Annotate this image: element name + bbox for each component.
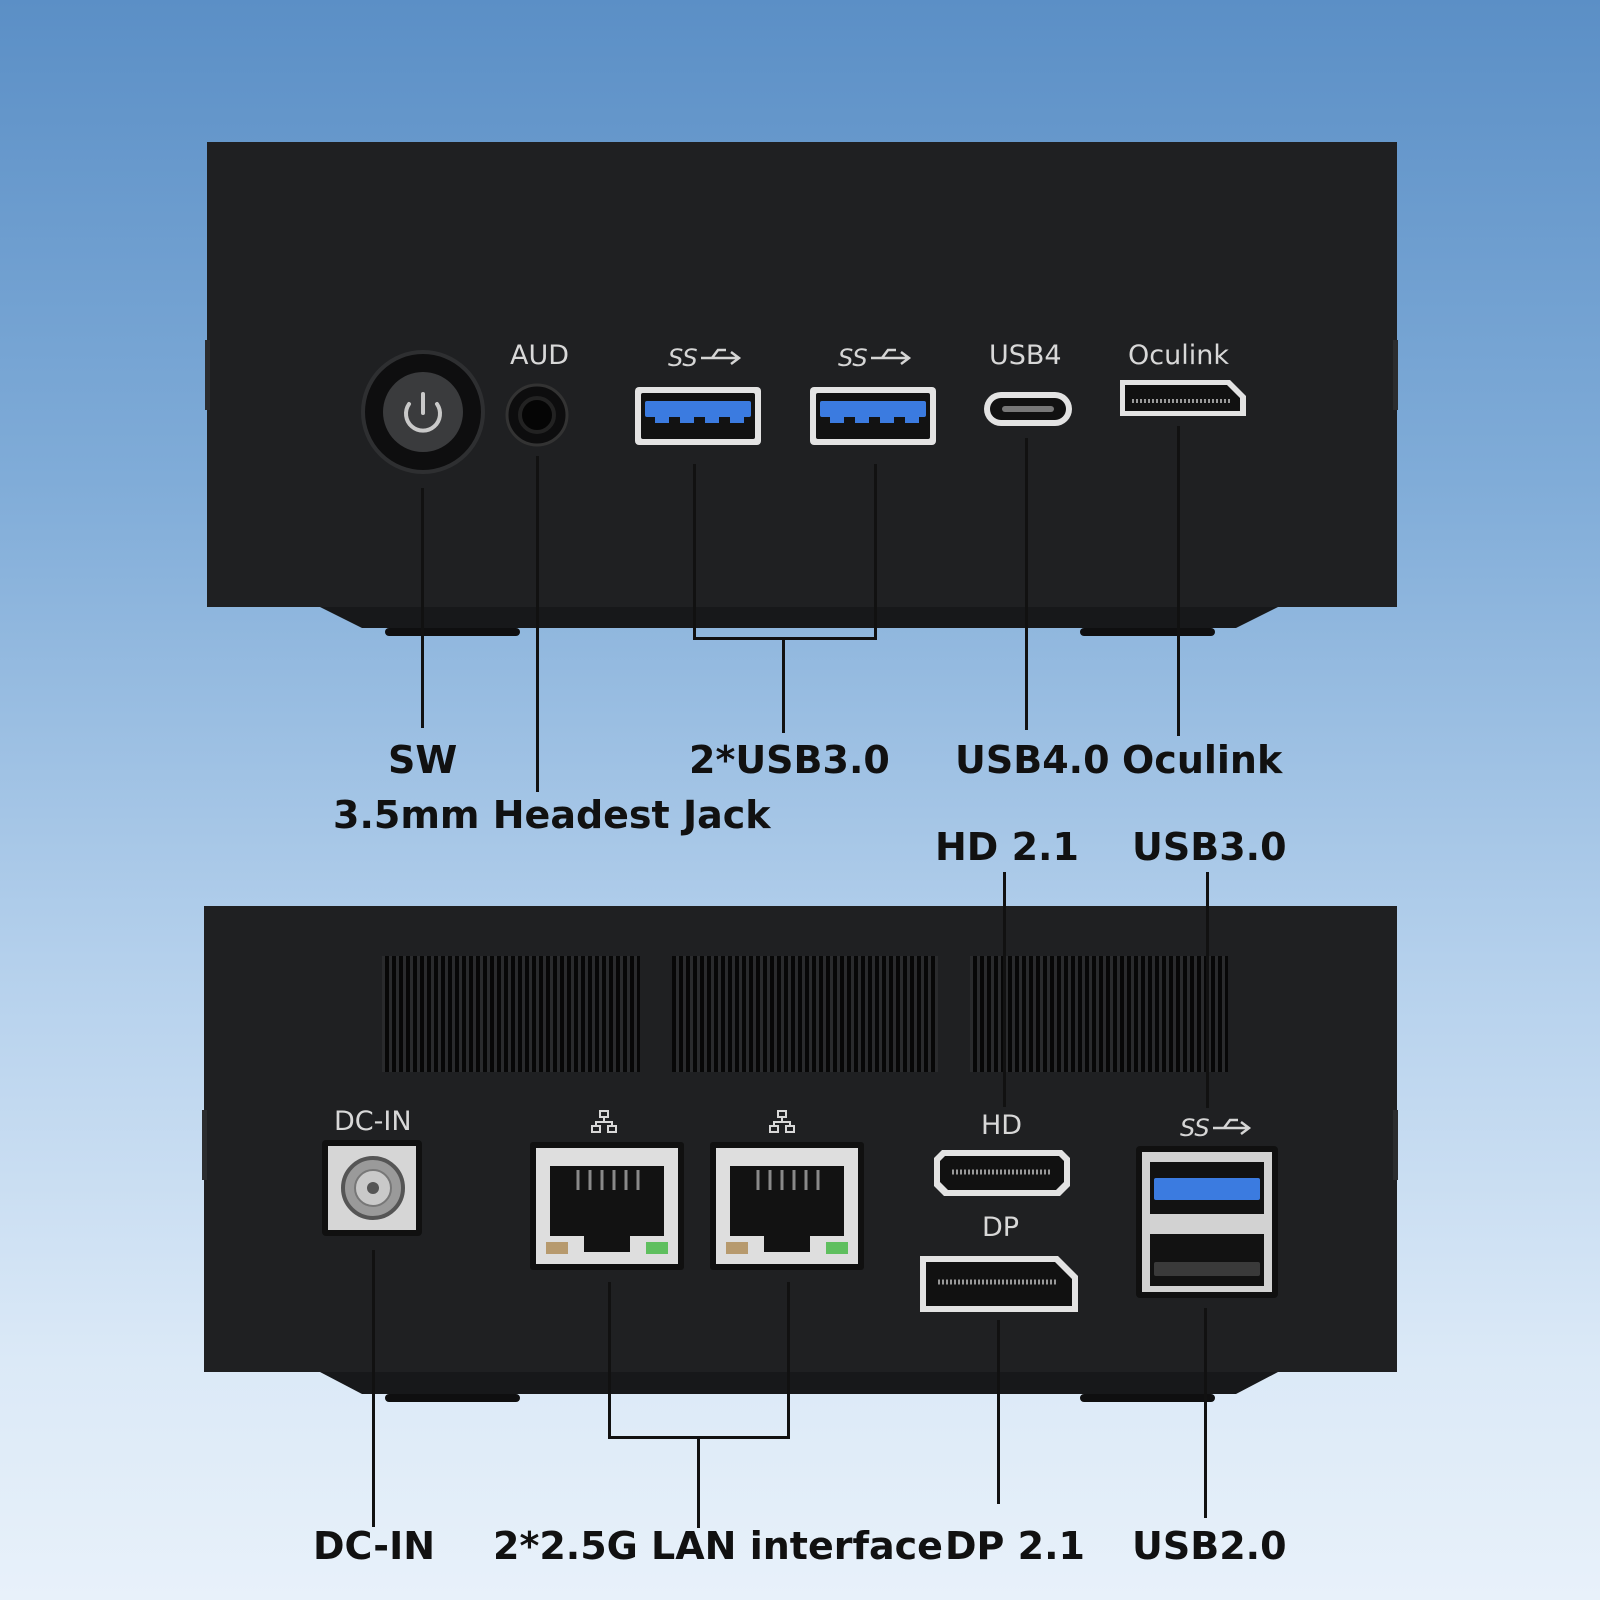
aud-label: AUD (510, 340, 570, 371)
svg-text:SS: SS (838, 344, 868, 372)
vent-grille (672, 956, 938, 1072)
superspeed-usb-icon: SS (838, 344, 912, 372)
callout-sw: SW (388, 738, 458, 782)
callout-dp21: DP 2.1 (945, 1524, 1085, 1568)
callout-usb40: USB4.0 (955, 738, 1110, 782)
dp-label: DP (982, 1212, 1020, 1243)
callout-hd21: HD 2.1 (935, 825, 1079, 869)
callout-usb20: USB2.0 (1132, 1524, 1287, 1568)
svg-text:SS: SS (1180, 1114, 1210, 1142)
usb4-label: USB4 (989, 340, 1062, 371)
callout-dcin: DC-IN (313, 1524, 436, 1568)
callout-usb30: USB3.0 (1132, 825, 1287, 869)
svg-text:SS: SS (668, 344, 698, 372)
power-icon (404, 392, 442, 433)
callout-2x-usb30: 2*USB3.0 (689, 738, 890, 782)
vent-grille (970, 956, 1228, 1072)
vent-grille (382, 956, 640, 1072)
rubber-foot (1080, 628, 1215, 636)
callout-oculink: Oculink (1122, 738, 1283, 782)
network-icon (769, 1110, 795, 1133)
superspeed-usb-icon: SS (1180, 1114, 1252, 1142)
network-icon (591, 1110, 617, 1133)
callout-2x-lan: 2*2.5G LAN interface (493, 1524, 943, 1568)
hd-label: HD (981, 1110, 1023, 1141)
superspeed-usb-icon: SS (668, 344, 742, 372)
dcin-label: DC-IN (334, 1106, 412, 1137)
oculink-label: Oculink (1128, 340, 1229, 371)
rubber-foot (385, 628, 520, 636)
callout-headset-jack: 3.5mm Headest Jack (333, 793, 771, 837)
